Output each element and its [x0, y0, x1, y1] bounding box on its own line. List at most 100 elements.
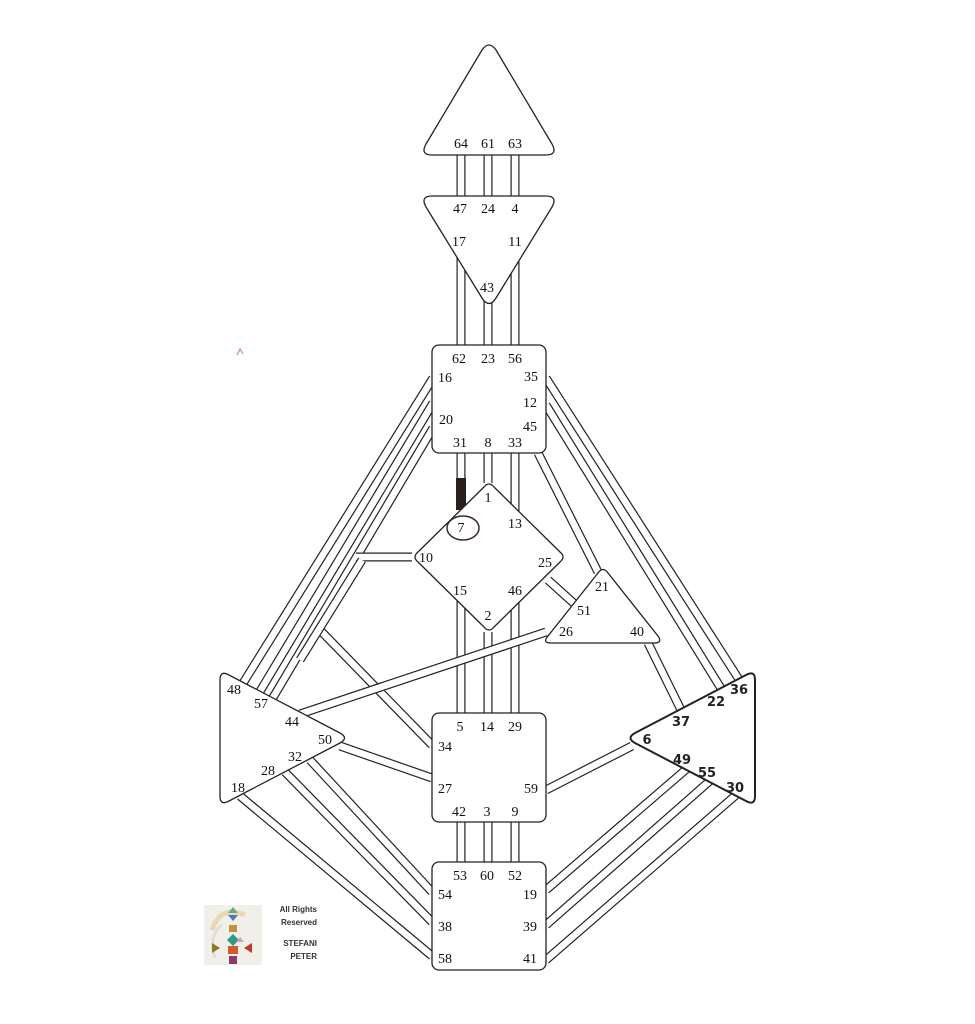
channel-39-55-core	[543, 776, 715, 928]
gate-head-0: 64	[454, 137, 468, 152]
gate-spleen-5: 28	[261, 764, 275, 779]
gate-sacral-7: 3	[484, 805, 491, 820]
gate-throat-5: 12	[523, 396, 537, 411]
gate-spleen-3: 50	[318, 733, 332, 748]
channel-12-22-core	[543, 403, 725, 692]
gate-throat-9: 8	[485, 436, 492, 451]
head-center[interactable]	[423, 44, 555, 156]
spleen-center[interactable]	[219, 672, 346, 804]
channel-45-21-core	[535, 451, 601, 574]
gate-g-2: 13	[508, 517, 522, 532]
channel-32-54-core	[307, 757, 435, 895]
logo	[204, 905, 262, 965]
stray-mark	[236, 347, 244, 356]
channel-19-49-core	[543, 763, 693, 893]
gate-spleen-4: 32	[288, 750, 302, 765]
gate-ajna-0: 47	[453, 202, 467, 217]
gate-g-6: 46	[508, 584, 522, 599]
gate-sacral-8: 9	[512, 805, 519, 820]
gate-ajna-3: 17	[452, 235, 466, 250]
credit-line-2: Reserved	[281, 918, 317, 927]
gate-g-0: 1	[485, 491, 492, 506]
gate-root-7: 58	[438, 952, 452, 967]
channel-59-6-core	[544, 743, 634, 793]
gate-sacral-1: 14	[480, 720, 494, 735]
highlighted-gate-circle	[446, 515, 480, 541]
gate-root-3: 54	[438, 888, 452, 903]
gate-root-5: 38	[438, 920, 452, 935]
gate-throat-3: 16	[438, 371, 452, 386]
channel-20-57-core	[253, 401, 436, 700]
gate-solar-plexus-6: 30	[726, 781, 744, 796]
heart-center[interactable]	[544, 568, 661, 644]
gate-throat-6: 20	[439, 413, 453, 428]
gate-spleen-0: 48	[227, 683, 241, 698]
gate-heart-0: 21	[595, 580, 609, 595]
gate-throat-4: 35	[524, 370, 538, 385]
channel-16-48-core	[237, 376, 436, 690]
gate-ajna-1: 24	[481, 202, 495, 217]
gate-solar-plexus-2: 37	[672, 715, 690, 730]
gate-spleen-6: 18	[231, 781, 245, 796]
channel-28-38-core	[282, 769, 435, 925]
gate-g-3: 10	[419, 551, 433, 566]
gate-heart-3: 40	[630, 625, 644, 640]
gate-heart-1: 51	[577, 604, 591, 619]
channel-35-36-core	[543, 376, 743, 683]
gate-throat-2: 56	[508, 352, 522, 367]
gate-root-8: 41	[523, 952, 537, 967]
solar-plexus-center[interactable]	[629, 672, 756, 804]
channel-40-37-core	[645, 641, 687, 718]
gate-sacral-2: 29	[508, 720, 522, 735]
gate-ajna-2: 4	[512, 202, 519, 217]
gate-throat-10: 33	[508, 436, 522, 451]
gate-heart-2: 26	[559, 625, 573, 640]
gate-spleen-1: 57	[254, 697, 268, 712]
gate-root-0: 53	[453, 869, 467, 884]
gate-g-4: 25	[538, 556, 552, 571]
channel-41-30-core	[543, 792, 739, 963]
gate-sacral-6: 42	[452, 805, 466, 820]
gate-sacral-4: 27	[438, 782, 452, 797]
gate-sacral-0: 5	[457, 720, 464, 735]
credit-line-1: All Rights	[280, 905, 318, 914]
gate-throat-8: 31	[453, 436, 467, 451]
gate-throat-0: 62	[452, 352, 466, 367]
gate-solar-plexus-0: 36	[730, 683, 748, 698]
gate-sacral-5: 59	[524, 782, 538, 797]
channel-25-51-core	[545, 577, 581, 610]
gate-spleen-2: 44	[285, 715, 299, 730]
gate-ajna-5: 43	[480, 281, 494, 296]
gate-g-7: 2	[485, 609, 492, 624]
channel-10-57-core	[297, 558, 365, 662]
gate-root-2: 52	[508, 869, 522, 884]
gate-g-1: 7	[458, 521, 465, 536]
gate-sacral-3: 34	[438, 740, 452, 755]
ajna-center[interactable]	[423, 195, 555, 305]
g-center[interactable]	[414, 483, 564, 631]
channel-18-58-core	[237, 793, 435, 959]
channel-20-34-core	[265, 426, 436, 708]
root-center[interactable]	[431, 861, 547, 971]
gate-solar-plexus-5: 55	[698, 766, 716, 781]
channel-50-27-core	[338, 742, 434, 782]
gate-root-4: 19	[523, 888, 537, 903]
gate-head-2: 63	[508, 137, 522, 152]
gate-root-6: 39	[523, 920, 537, 935]
credit-line-4: PETER	[290, 952, 317, 961]
gate-solar-plexus-1: 22	[707, 695, 725, 710]
gate-g-5: 15	[453, 584, 467, 599]
gate-head-1: 61	[481, 137, 495, 152]
centers	[219, 44, 756, 971]
gate-ajna-4: 11	[508, 235, 521, 250]
gate-throat-1: 23	[481, 352, 495, 367]
gate-solar-plexus-4: 49	[673, 753, 691, 768]
defined-channel-31-7	[456, 478, 466, 510]
sacral-center[interactable]	[431, 712, 547, 823]
gate-solar-plexus-3: 6	[642, 733, 651, 748]
throat-center[interactable]	[431, 344, 547, 454]
gate-throat-7: 45	[523, 420, 537, 435]
channel-44-26-core	[298, 628, 548, 718]
